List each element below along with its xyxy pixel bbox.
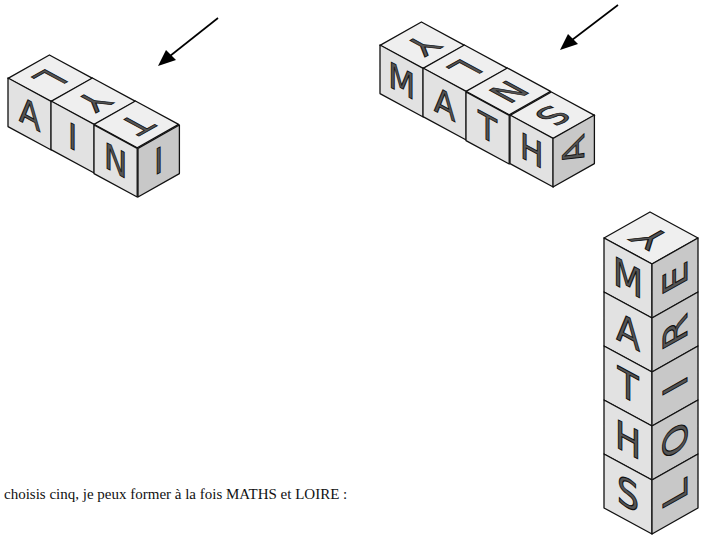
face-shape [51, 101, 94, 173]
face-shape [466, 92, 509, 164]
cube-face: L [652, 454, 698, 534]
cube-face: I [138, 125, 179, 197]
face-shape [553, 115, 594, 187]
cube-letter: S [604, 454, 652, 534]
cube-letter: I [51, 101, 94, 173]
arrow-head [560, 34, 578, 50]
arrow-head [158, 50, 176, 66]
face-shape [94, 125, 137, 197]
cube-letter: I [138, 125, 179, 197]
face-shape [423, 68, 466, 140]
cube-letter: L [652, 454, 698, 534]
cube-letter: A [423, 68, 466, 140]
cube-letter: N [94, 125, 137, 197]
face-shape [604, 454, 652, 534]
cube-letter: A [8, 78, 51, 150]
cube-face: S [604, 454, 652, 534]
face-shape [380, 45, 423, 117]
cube-face: H [510, 115, 553, 187]
cube-letter: M [380, 45, 423, 117]
face-shape [8, 78, 51, 150]
cube-face: M [380, 45, 423, 117]
cube-face: A [423, 68, 466, 140]
cube-letter: T [466, 92, 509, 164]
face-shape [138, 125, 179, 197]
cube-face: A [8, 78, 51, 150]
cube-letter: H [510, 115, 553, 187]
cube-letter: A [553, 115, 594, 187]
cube-face: T [466, 92, 509, 164]
cube-face: I [51, 101, 94, 173]
face-shape [510, 115, 553, 187]
pointer-arrow [170, 18, 218, 56]
face-shape [652, 454, 698, 534]
cube-face: N [94, 125, 137, 197]
pointer-arrow [572, 5, 618, 40]
caption-text: choisis cinq, je peux former à la fois M… [4, 486, 347, 503]
cube-face: A [553, 115, 594, 187]
